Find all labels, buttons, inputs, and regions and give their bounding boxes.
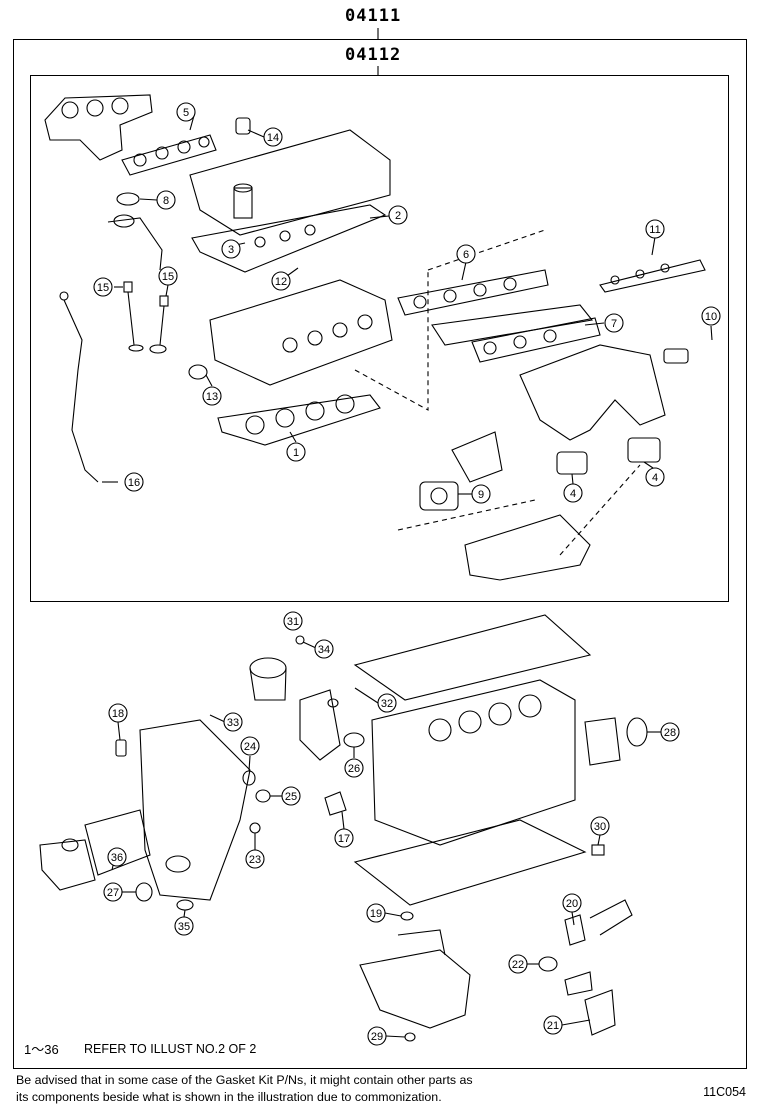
svg-text:31: 31 (287, 616, 299, 628)
callout-5: 5 (176, 102, 196, 122)
svg-text:5: 5 (183, 107, 189, 119)
callout-20: 20 (562, 893, 582, 913)
callout-2: 2 (388, 205, 408, 225)
callout-3: 3 (221, 239, 241, 259)
svg-text:9: 9 (478, 489, 484, 501)
svg-text:1: 1 (293, 447, 299, 459)
callout-17: 17 (334, 828, 354, 848)
svg-text:10: 10 (705, 311, 717, 323)
callout-19: 19 (366, 903, 386, 923)
callout-4a: 4 (563, 483, 583, 503)
callout-1: 1 (286, 442, 306, 462)
callout-33: 33 (223, 712, 243, 732)
callout-29: 29 (367, 1026, 387, 1046)
callout-8: 8 (156, 190, 176, 210)
svg-text:16: 16 (128, 477, 140, 489)
svg-text:8: 8 (163, 195, 169, 207)
callout-18: 18 (108, 703, 128, 723)
svg-text:27: 27 (107, 887, 119, 899)
svg-text:12: 12 (275, 276, 287, 288)
callout-4b: 4 (645, 467, 665, 487)
callout-28: 28 (660, 722, 680, 742)
callout-35: 35 (174, 916, 194, 936)
svg-text:15: 15 (97, 282, 109, 294)
callout-25: 25 (281, 786, 301, 806)
svg-text:36: 36 (111, 852, 123, 864)
advisory-line-2: its components beside what is shown in t… (16, 1090, 442, 1104)
svg-text:29: 29 (371, 1031, 383, 1043)
callout-24: 24 (240, 736, 260, 756)
svg-text:24: 24 (244, 741, 256, 753)
svg-text:18: 18 (112, 708, 124, 720)
callout-10: 10 (701, 306, 721, 326)
svg-text:25: 25 (285, 791, 297, 803)
svg-text:13: 13 (206, 391, 218, 403)
svg-text:14: 14 (267, 132, 279, 144)
outer-part-number: 04111 (345, 6, 402, 26)
callout-21: 21 (543, 1015, 563, 1035)
callout-15a: 15 (93, 277, 113, 297)
svg-text:34: 34 (318, 644, 330, 656)
svg-text:2: 2 (395, 210, 401, 222)
svg-text:28: 28 (664, 727, 676, 739)
inner-kit-frame (30, 75, 729, 602)
outer-kit-frame (13, 39, 747, 1069)
svg-text:30: 30 (594, 821, 606, 833)
svg-text:6: 6 (463, 249, 469, 261)
callout-11: 11 (645, 219, 665, 239)
callout-32: 32 (377, 693, 397, 713)
svg-text:33: 33 (227, 717, 239, 729)
callout-13: 13 (202, 386, 222, 406)
callout-26: 26 (344, 758, 364, 778)
svg-text:15: 15 (162, 271, 174, 283)
svg-text:4: 4 (570, 488, 576, 500)
callout-34: 34 (314, 639, 334, 659)
svg-text:20: 20 (566, 898, 578, 910)
callout-31: 31 (283, 611, 303, 631)
svg-text:23: 23 (249, 854, 261, 866)
svg-text:7: 7 (611, 318, 617, 330)
callout-14: 14 (263, 127, 283, 147)
inner-part-number: 04112 (345, 45, 402, 65)
advisory-note: Be advised that in some case of the Gask… (16, 1072, 473, 1106)
svg-text:17: 17 (338, 833, 350, 845)
svg-text:3: 3 (228, 244, 234, 256)
callout-12: 12 (271, 271, 291, 291)
illustration-code: 11C054 (703, 1085, 746, 1099)
callout-30: 30 (590, 816, 610, 836)
svg-text:21: 21 (547, 1020, 559, 1032)
callout-36: 36 (107, 847, 127, 867)
svg-text:22: 22 (512, 959, 524, 971)
svg-text:35: 35 (178, 921, 190, 933)
callout-23: 23 (245, 849, 265, 869)
callout-9: 9 (471, 484, 491, 504)
callout-27: 27 (103, 882, 123, 902)
callout-22: 22 (508, 954, 528, 974)
callout-15b: 15 (158, 266, 178, 286)
refer-text: REFER TO ILLUST NO.2 OF 2 (84, 1042, 257, 1056)
svg-text:32: 32 (381, 698, 393, 710)
callout-7: 7 (604, 313, 624, 333)
advisory-line-1: Be advised that in some case of the Gask… (16, 1073, 473, 1087)
callout-16: 16 (124, 472, 144, 492)
svg-text:11: 11 (649, 224, 660, 236)
refer-range: 1〜36 (24, 1042, 59, 1057)
callout-6: 6 (456, 244, 476, 264)
svg-text:19: 19 (370, 908, 382, 920)
svg-text:4: 4 (652, 472, 658, 484)
svg-text:26: 26 (348, 763, 360, 775)
